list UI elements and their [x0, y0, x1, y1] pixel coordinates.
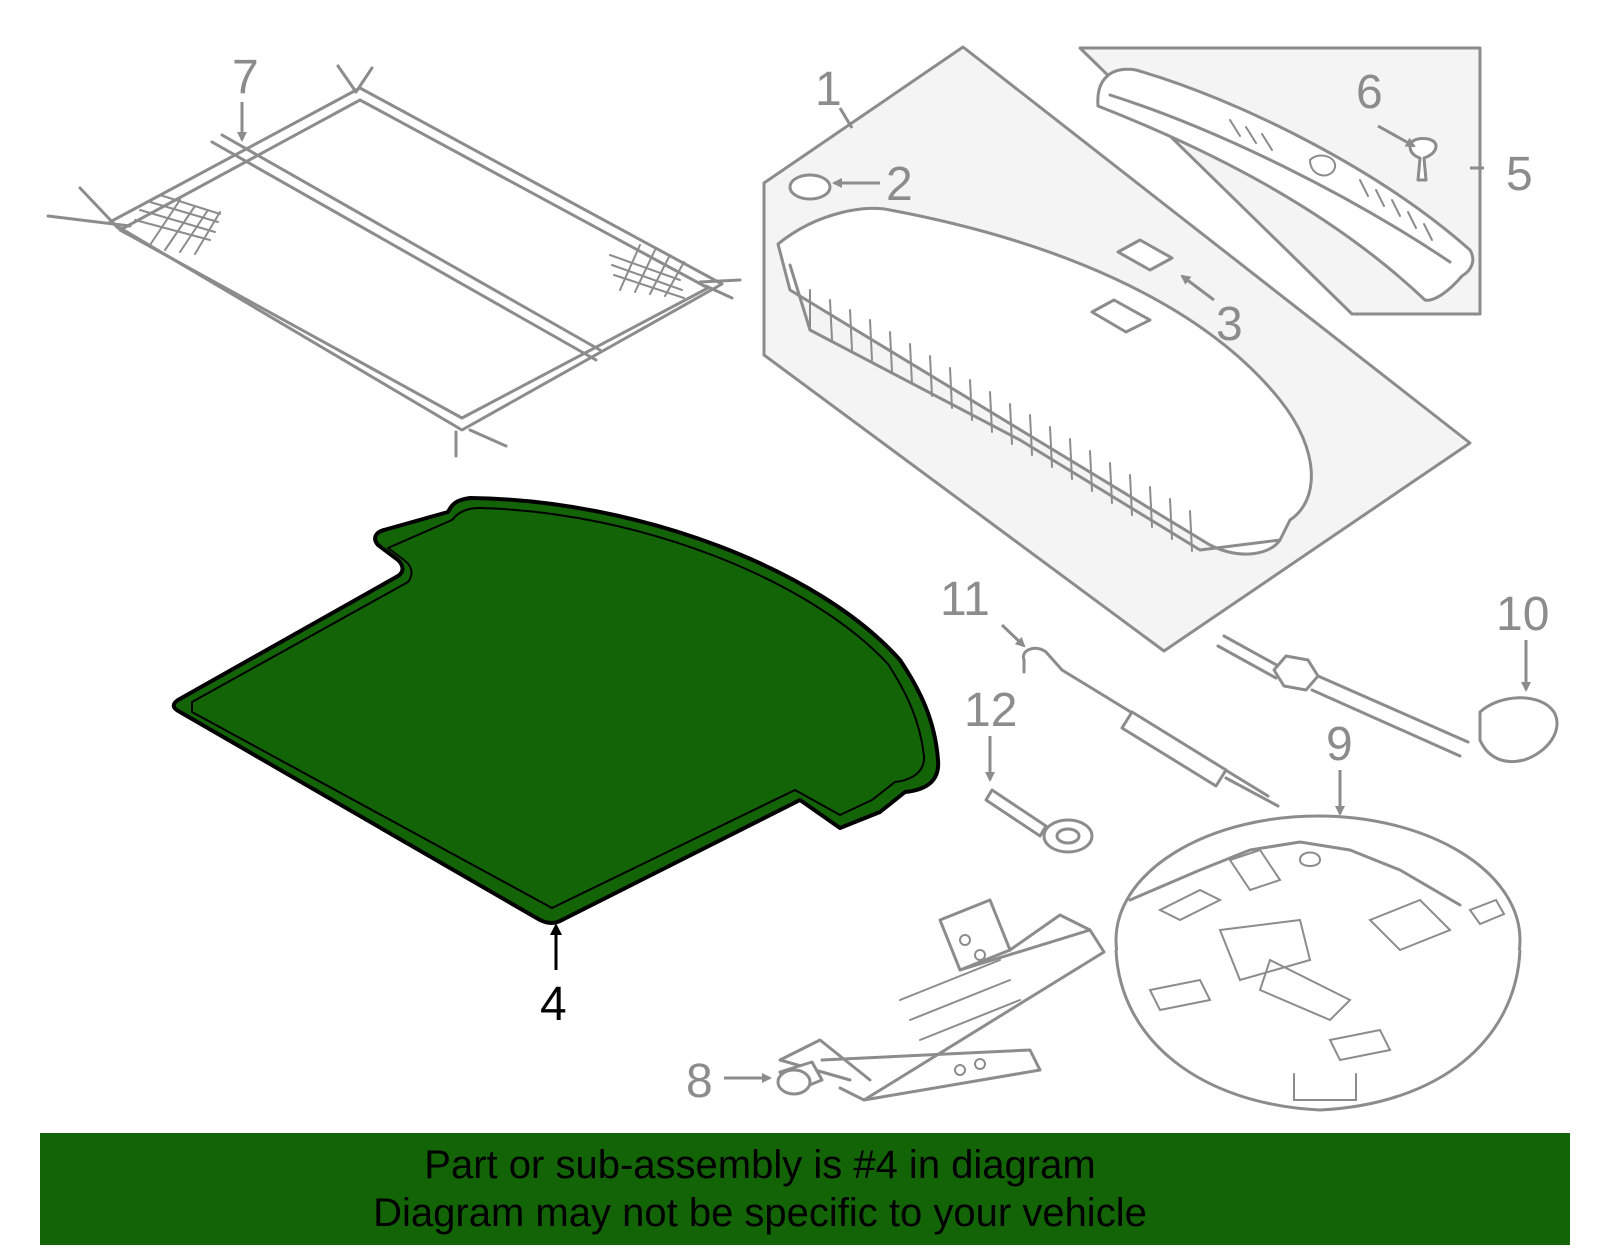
part-1-storage-compartment	[762, 45, 1472, 653]
callout-9: 9	[1326, 718, 1353, 771]
callout-7: 7	[232, 51, 259, 104]
banner-line-disclaimer: Diagram may not be specific to your vehi…	[373, 1191, 1147, 1235]
banner-line-part: Part or sub-assembly is #4 in diagram	[424, 1143, 1096, 1187]
callout-arrows	[237, 102, 1531, 1083]
callout-4: 4	[540, 978, 567, 1031]
callout-3: 3	[1216, 298, 1243, 351]
part-9-tool-tray	[1114, 814, 1522, 1112]
part-5-sill-plate	[1078, 46, 1482, 316]
callout-10: 10	[1496, 588, 1549, 641]
part-7-cargo-net	[46, 64, 742, 458]
part-10-lug-wrench	[1216, 634, 1559, 763]
callout-5: 5	[1506, 148, 1533, 201]
callout-6: 6	[1356, 66, 1383, 119]
part-4-cargo-mat	[171, 496, 941, 925]
callout-12: 12	[964, 684, 1017, 737]
part-8-jack	[776, 898, 1106, 1102]
callout-8: 8	[686, 1055, 713, 1108]
info-banner: Part or sub-assembly is #4 in diagram Di…	[40, 1133, 1570, 1245]
callout-1: 1	[815, 63, 842, 116]
callout-11: 11	[940, 573, 990, 626]
part-11-jack-handle	[1021, 646, 1280, 808]
part-12-tow-eye	[984, 788, 1094, 854]
callout-2: 2	[886, 158, 913, 211]
